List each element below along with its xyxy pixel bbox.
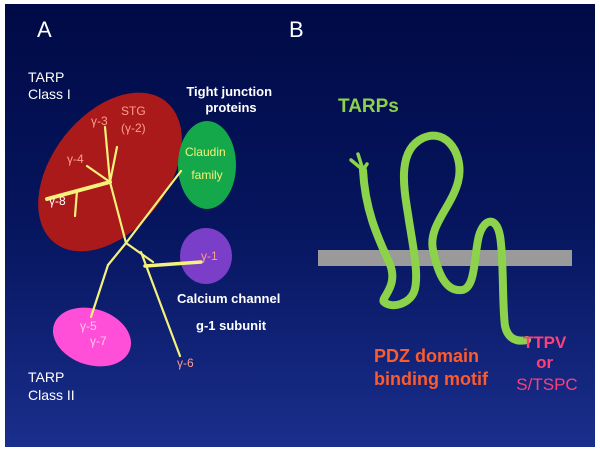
ttpv-label: TTPV or S/TSPC <box>516 333 577 394</box>
cell-membrane <box>318 250 572 266</box>
branch-gamma1 <box>143 260 203 268</box>
tarp-protein <box>349 131 531 345</box>
panel-b-label: B <box>289 17 304 42</box>
leaf-gamma1: γ-1 <box>201 249 218 263</box>
branch-gamma4 <box>85 164 112 184</box>
tight-junction-label: Tight junction proteins <box>186 84 275 115</box>
diagram-canvas: A TARP Class I TARP Class II γ-3 STG (γ-… <box>28 17 578 403</box>
panel-a-label: A <box>37 17 52 42</box>
claudin-ellipse <box>178 121 236 209</box>
branch-claudin <box>124 169 183 245</box>
branch-gamma1-stem <box>124 241 155 264</box>
leaf-gamma4: γ-4 <box>67 152 84 166</box>
leaf-gamma2: (γ-2) <box>121 121 146 135</box>
branch-gamma3 <box>103 125 112 184</box>
branch-main-stem <box>108 180 128 245</box>
gamma1-ellipse <box>180 228 232 284</box>
claudin-family-label: Claudin family <box>185 145 229 182</box>
calcium-channel-label: Calcium channel g-1 subunit <box>177 291 284 333</box>
diagram-slide: A TARP Class I TARP Class II γ-3 STG (γ-… <box>5 4 595 447</box>
leaf-gamma5: γ-5 <box>80 319 97 333</box>
leaf-gamma6: γ-6 <box>177 356 194 370</box>
tarp-class1-label: TARP Class I <box>28 69 71 102</box>
phylogenetic-tree <box>45 125 203 358</box>
branch-stg <box>108 145 119 184</box>
branch-lower-stem <box>106 241 128 267</box>
branch-gamma6 <box>139 250 182 358</box>
tarp-class2-ellipse <box>52 307 132 367</box>
branch-gamma8 <box>45 180 112 201</box>
leaf-stg: STG <box>121 104 146 118</box>
pdz-binding-label: PDZ domain binding motif <box>374 346 489 389</box>
leaf-gamma8: γ-8 <box>49 194 66 208</box>
branch-gamma8-tip <box>73 189 79 218</box>
tarp-class2-label: TARP Class II <box>28 369 75 403</box>
tarps-title: TARPs <box>338 96 399 117</box>
leaf-gamma7: γ-7 <box>90 334 107 348</box>
branch-class2 <box>89 263 110 319</box>
glycosylation-branch <box>349 152 369 172</box>
leaf-gamma3: γ-3 <box>91 114 108 128</box>
tarp-protein-chain <box>359 131 531 345</box>
